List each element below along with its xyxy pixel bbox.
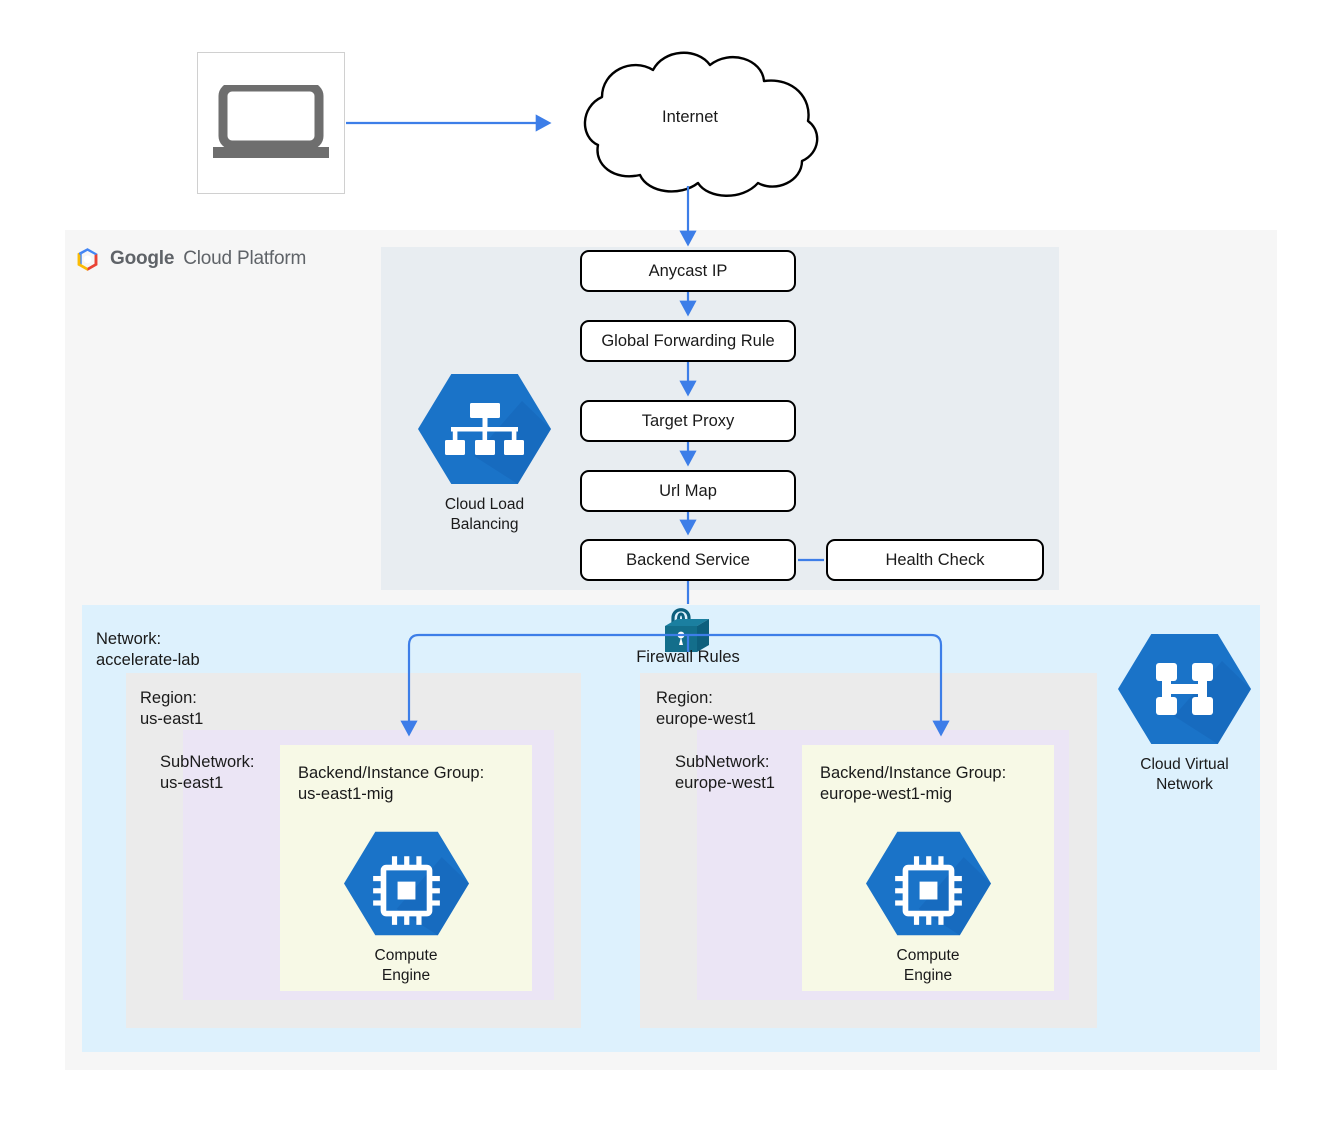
compute-engine-icon [865, 831, 991, 936]
subnetwork-label-europe-west1: SubNetwork: europe-west1 [675, 753, 775, 793]
flow-box-anycast-ip[interactable]: Anycast IP [580, 250, 796, 292]
cloud-load-balancing-caption: Cloud Load Balancing [444, 496, 525, 533]
cloud-virtual-network-tile: Cloud Virtual Network [1112, 630, 1257, 795]
google-cloud-platform-logo-icon [77, 247, 98, 271]
cloud-load-balancing-icon [418, 374, 551, 484]
compute-engine-tile-us-east1: Compute Engine [343, 828, 469, 986]
cloud-virtual-network-icon [1118, 634, 1251, 744]
firewall-rules-label: Firewall Rules [636, 648, 740, 666]
flow-box-url-map[interactable]: Url Map [580, 470, 796, 512]
backend-instance-group-label-us-east1: Backend/Instance Group: us-east1-mig [298, 764, 485, 804]
gcp-brand-bold: Google [110, 248, 175, 269]
laptop-icon [213, 85, 329, 158]
compute-engine-caption-us-east1: Compute Engine [374, 946, 438, 984]
flow-box-backend-service[interactable]: Backend Service [580, 539, 796, 581]
client-device-box [197, 52, 345, 194]
region-label-europe-west1: Region: europe-west1 [656, 689, 756, 729]
backend-instance-group-us-east1: Backend/Instance Group: us-east1-mig [280, 745, 532, 991]
gcp-brand: Google Cloud Platform [74, 243, 324, 275]
flow-box-global-forwarding-rule[interactable]: Global Forwarding Rule [580, 320, 796, 362]
compute-engine-tile-europe-west1: Compute Engine [865, 828, 991, 986]
flow-box-health-check[interactable]: Health Check [826, 539, 1044, 581]
region-label-us-east1: Region: us-east1 [140, 689, 204, 729]
backend-instance-group-europe-west1: Backend/Instance Group: europe-west1-mig [802, 745, 1054, 991]
cloud-load-balancing-tile: Cloud Load Balancing [412, 370, 557, 535]
compute-engine-caption-europe-west1: Compute Engine [896, 946, 960, 984]
internet-cloud-icon [583, 51, 819, 197]
flow-box-target-proxy[interactable]: Target Proxy [580, 400, 796, 442]
gcp-brand-light: Cloud Platform [183, 248, 307, 269]
subnetwork-label-us-east1: SubNetwork: us-east1 [160, 753, 255, 793]
network-label: Network: accelerate-lab [96, 630, 200, 670]
compute-engine-icon [343, 831, 469, 936]
internet-label: Internet [662, 108, 718, 126]
backend-instance-group-label-europe-west1: Backend/Instance Group: europe-west1-mig [820, 764, 1007, 804]
cloud-virtual-network-caption: Cloud Virtual Network [1140, 756, 1229, 793]
